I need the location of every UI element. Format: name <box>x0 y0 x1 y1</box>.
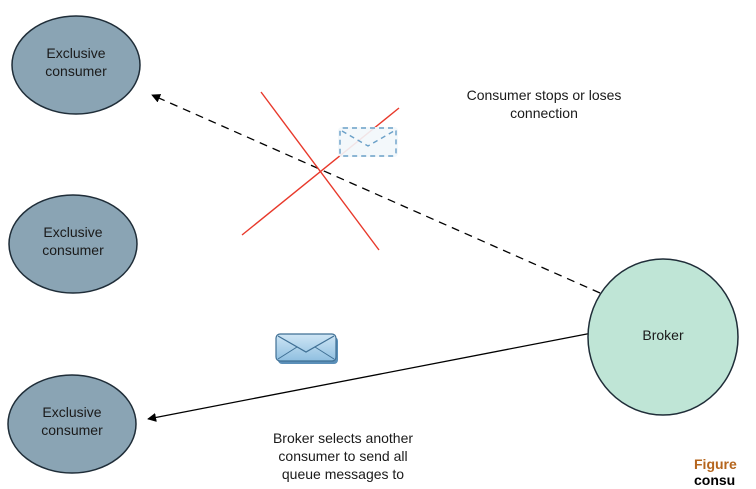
figure-caption-label: Figure <box>694 456 737 472</box>
reselect-annotation: Broker selects another consumer to send … <box>272 430 414 482</box>
redelivery-arrow <box>147 332 593 422</box>
consumer-node-top <box>11 15 141 115</box>
figure-caption: Figure consu <box>694 456 737 488</box>
consumer-bottom-label: Exclusive consumer <box>41 404 103 438</box>
broker-node <box>587 258 739 416</box>
figure-caption-text: consu <box>694 472 736 488</box>
consumer-node-bottom <box>7 374 137 474</box>
consumer-middle-label: Exclusive consumer <box>42 224 104 258</box>
consumer-top-label: Exclusive consumer <box>45 45 107 79</box>
broker-label: Broker <box>642 327 684 343</box>
cross-mark-icon <box>241 91 400 251</box>
lost-connection-arrow <box>151 94 601 294</box>
disconnect-annotation: Consumer stops or loses connection <box>466 87 622 121</box>
envelope-icon <box>275 333 338 364</box>
consumer-node-middle <box>8 194 138 294</box>
envelope-icon <box>338 127 398 157</box>
